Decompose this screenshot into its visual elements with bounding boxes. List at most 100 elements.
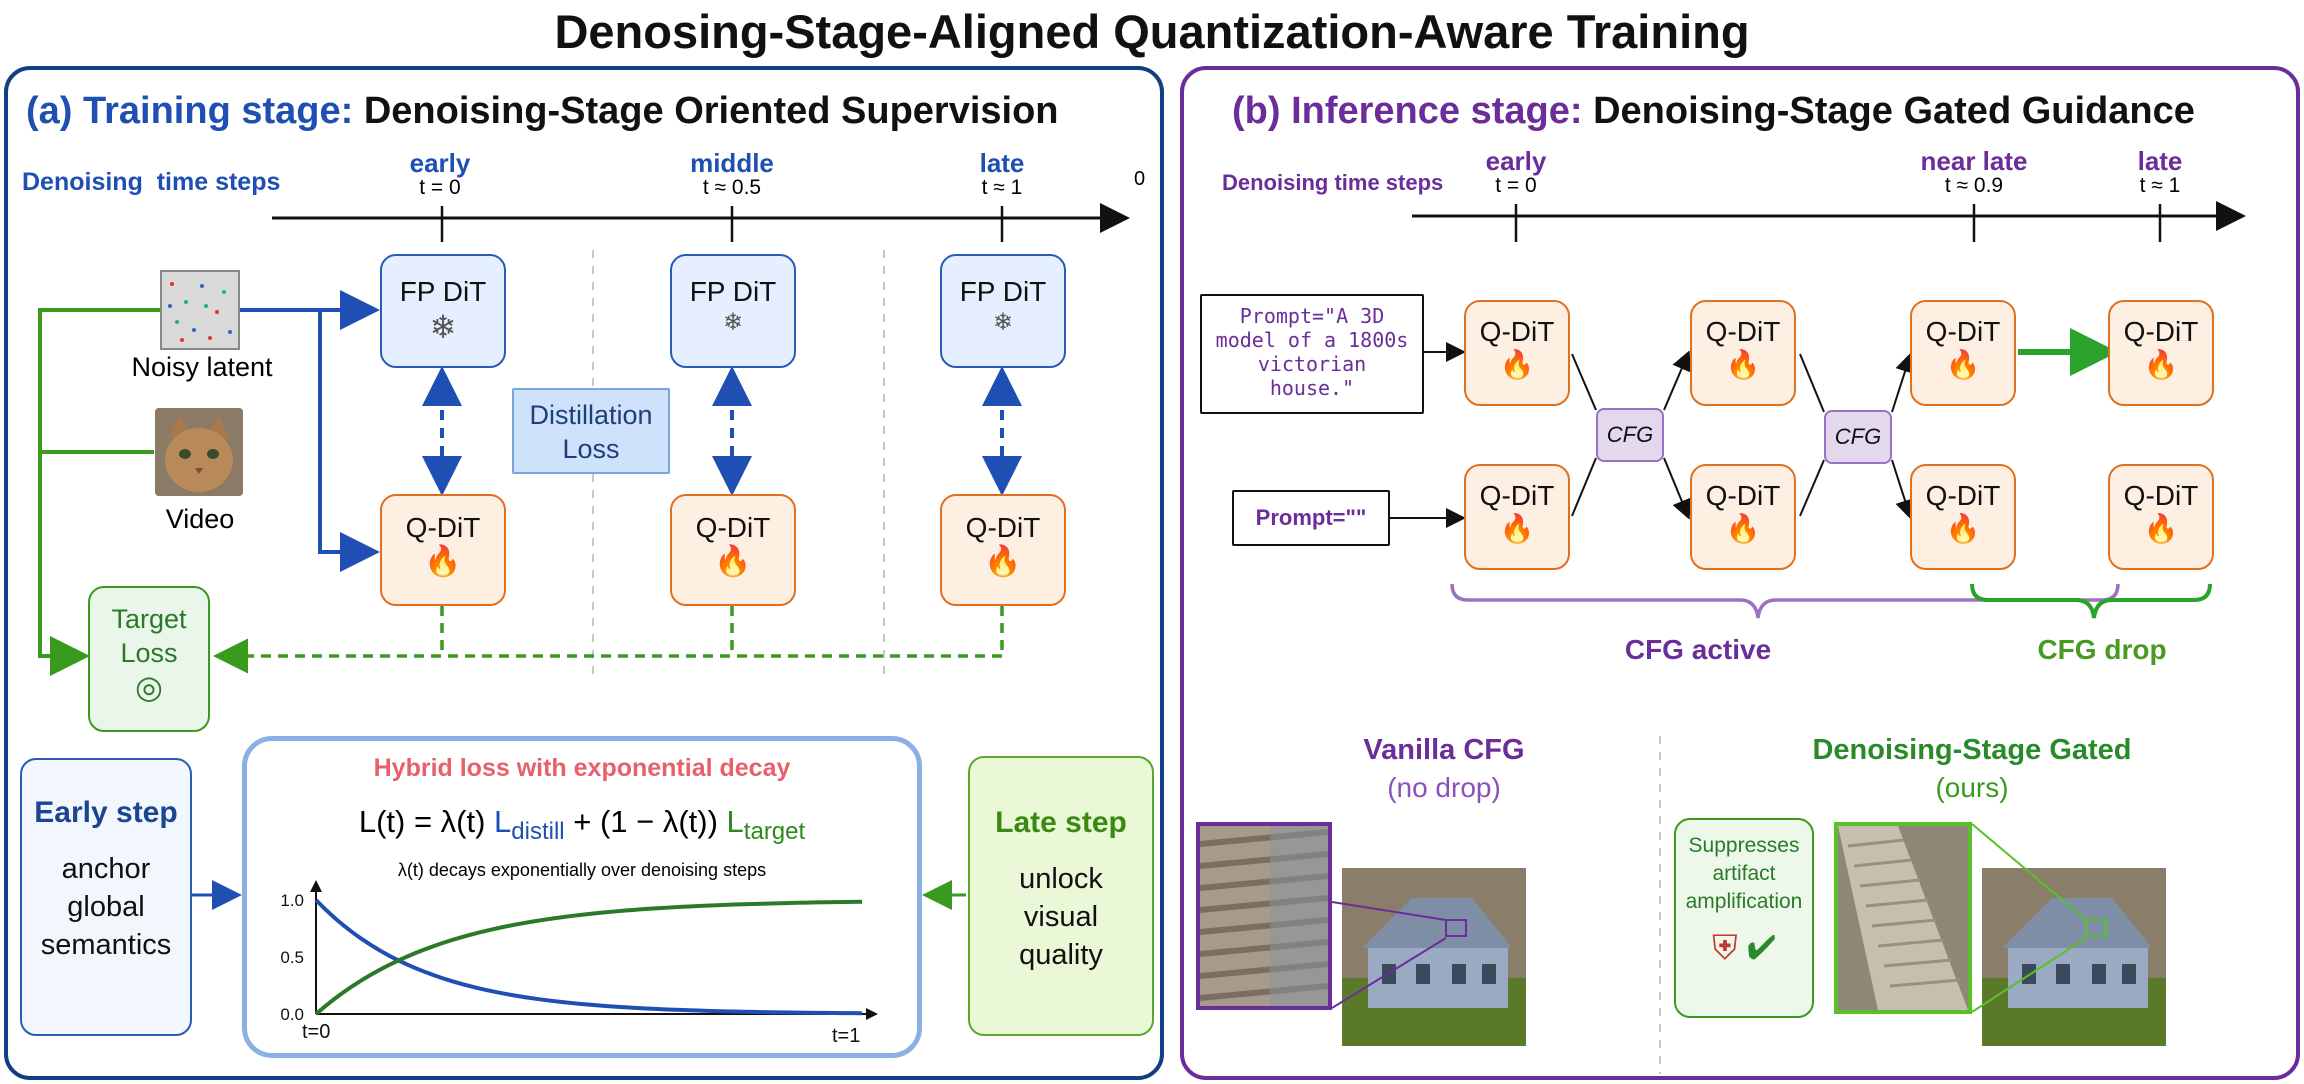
target-icon: ◎ [135,669,163,705]
snowflake-icon: ❄ [992,309,1014,336]
q-dit-label: Q-DiT [1705,480,1781,511]
vanilla-house-image [1342,868,1526,1046]
late-step-line-3: quality [1019,939,1103,971]
gated-house [1982,868,2166,1046]
gated-house-image [1982,868,2166,1046]
vanilla-cfg-sub: (no drop) [1387,772,1501,803]
prompt-line-4: house." [1269,376,1355,400]
q-dit-late-a: Q-DiT 🔥 [940,494,1066,606]
early-step-title: Early step [34,796,178,829]
gated-zoom-image [1834,822,1972,1014]
q-dit-label: Q-DiT [695,512,771,543]
shield-check-icon: ⛨ ✔ [1712,929,1776,967]
q-dit-label: Q-DiT [2123,480,2199,511]
fp-dit-label: FP DiT [689,276,777,307]
snowflake-icon: ❄ [429,309,457,345]
stage-late-t-b: t ≈ 1 [2139,174,2181,197]
suppress-line-3: amplification [1685,890,1803,913]
inference-stage-prefix: (b) Inference stage: [1232,90,1583,132]
q-dit-b-1: Q-DiT🔥 [1464,300,1570,406]
timesteps-label-a: Denoising time steps [22,168,281,196]
distillation-loss-box: Distillation Loss [512,388,670,474]
q-dit-b-6: Q-DiT🔥 [1910,464,2016,570]
stage-late-a: late [979,148,1025,178]
late-step-title: Late step [995,806,1127,839]
vanilla-zoom-texture [1200,826,1328,1006]
q-dit-label: Q-DiT [2123,316,2199,347]
prompt-line-2: model of a 1800s [1215,328,1409,352]
vanilla-zoom-lines [1331,901,1447,1009]
prompt-text-box: Prompt="A 3D model of a 1800s victorian … [1200,294,1424,414]
gated-zoom-texture [1838,826,1968,1010]
late-step-line-2: visual [1023,901,1099,933]
formula-l-target: Ltarget [726,804,806,845]
cfg-drop-label: CFG drop [2037,634,2167,665]
fire-icon: 🔥 [714,545,752,578]
q-dit-b-7: Q-DiT🔥 [2108,300,2214,406]
fp-dit-label: FP DiT [959,276,1047,307]
stage-early-a: early [409,148,471,178]
vanilla-house [1342,868,1526,1046]
fire-icon: 🔥 [1725,349,1761,380]
inference-stage-panel [1180,66,2300,1080]
stage-middle-t-a: t ≈ 0.5 [702,176,762,199]
q-dit-label: Q-DiT [1925,480,2001,511]
chart-series-line-2 [314,899,863,1016]
stage-early-b: early [1485,146,1547,176]
hybrid-loss-title: Hybrid loss with exponential decay [373,754,791,782]
formula-sub-target: target [743,818,806,846]
stage-late-t-a: t ≈ 1 [981,176,1023,199]
chart-x-start-label: t=0 [302,1021,330,1043]
target-label-2: Loss [120,638,178,668]
suppress-line-1: Suppresses [1688,834,1800,857]
training-stage-subtitle: Denoising-Stage Oriented Supervision [363,90,1059,132]
training-stage-title: (a) Training stage: Denoising-Stage Orie… [26,90,1059,133]
fire-icon: 🔥 [1499,349,1535,380]
fire-icon: 🔥 [1945,513,1981,544]
prompt-line-1: Prompt="A 3D [1239,304,1385,328]
fp-dit-early: FP DiT ❄ [380,254,506,368]
snowflake-icon: ❄ [722,309,744,336]
distill-label-1: Distillation [529,400,653,430]
q-dit-label: Q-DiT [1705,316,1781,347]
noisy-latent-image [160,270,240,350]
target-label-1: Target [111,604,187,634]
formula-l2: L [726,804,744,839]
late-step-box: Late step unlock visual quality [968,756,1154,1036]
noise-dots [168,282,232,342]
chart-y-tick-label: 0.0 [280,1005,304,1024]
inference-stage-title: (b) Inference stage: Denoising-Stage Gat… [1232,90,2195,133]
hybrid-loss-formula: L(t) = λ(t) Ldistill + (1 − λ(t)) Ltarge… [242,804,922,846]
chart-x-arrow [866,1008,878,1020]
q-dit-b-3: Q-DiT🔥 [1690,300,1796,406]
suppress-line-2: artifact [1712,862,1776,885]
timesteps-label-b: Denoising time steps [1222,170,1444,195]
cat-image [155,408,243,496]
training-stage-prefix: (a) Training stage: [26,90,354,132]
cfg-box-2: CFG [1824,410,1892,464]
fire-icon: 🔥 [1499,513,1535,544]
chart-y-arrow [310,880,322,892]
axis-end-label: 0 [1134,168,1146,190]
fp-dit-label: FP DiT [399,276,487,307]
inference-stage-subtitle: Denoising-Stage Gated Guidance [1593,90,2195,132]
stage-early-t-b: t = 0 [1495,174,1537,197]
chart-x-end-label: t=1 [832,1025,860,1047]
q-dit-early-a: Q-DiT 🔥 [380,494,506,606]
suppress-box: Suppresses artifact amplification ⛨ ✔ [1674,818,1814,1018]
fire-icon: 🔥 [1945,349,1981,380]
late-step-line-1: unlock [1019,863,1103,895]
prompt-line-3: victorian [1257,352,1367,376]
video-label: Video [165,504,235,534]
inference-connectors [1390,201,2246,1074]
q-dit-middle-a: Q-DiT 🔥 [670,494,796,606]
training-stage-panel [4,66,1164,1080]
video-image [155,408,243,496]
fp-dit-middle: FP DiT ❄ [670,254,796,368]
chart-y-tick-label: 0.5 [280,948,304,967]
early-step-box: Early step anchor global semantics [20,758,192,1036]
hybrid-loss-subtitle: λ(t) decays exponentially over denoising… [397,860,767,880]
gated-sub: (ours) [1935,772,2009,803]
q-dit-b-2: Q-DiT🔥 [1464,464,1570,570]
